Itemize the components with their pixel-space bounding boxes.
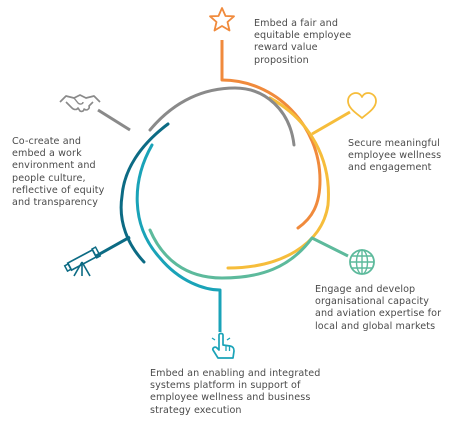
label-line: Co-create and [12, 136, 82, 147]
label-line: embed a work [12, 148, 82, 160]
label-wellness: Secure meaningful employee wellness and … [348, 138, 441, 175]
label-line: and aviation expertise for [315, 308, 442, 320]
label-line: strategy execution [150, 404, 242, 416]
label-culture: Co-create and embed a work environment a… [12, 136, 104, 209]
label-line: and engagement [348, 162, 432, 174]
pointing-hand-icon [211, 332, 235, 359]
arc-wellness [226, 96, 330, 270]
label-line: people culture, [12, 172, 86, 184]
arc-vision [119, 122, 170, 264]
label-line: employee wellness and business [150, 392, 311, 404]
label-systems: Embed an enabling and integrated systems… [150, 368, 320, 417]
label-capacity: Engage and develop organisational capaci… [315, 284, 441, 333]
telescope-icon [63, 246, 102, 277]
label-line: and transparency [12, 197, 98, 209]
label-line: Engage and develop [315, 284, 416, 295]
label-line: environment and [12, 160, 96, 172]
handshake-icon [59, 94, 101, 113]
label-line: local and global markets [315, 320, 436, 332]
globe-icon [349, 249, 375, 275]
label-line: Embed an enabling and integrated [150, 368, 321, 379]
label-line: reward value [254, 42, 318, 54]
connector-vision [95, 235, 131, 258]
arc-capacity [148, 228, 314, 280]
heart-icon [347, 92, 377, 119]
arc-reward [220, 78, 322, 230]
connector-capacity [311, 236, 349, 258]
label-line: proposition [254, 54, 309, 66]
label-line: employee wellness [348, 150, 442, 162]
label-line: Secure meaningful [348, 138, 440, 149]
label-reward: Embed a fair and equitable employee rewa… [254, 18, 351, 67]
connector-wellness [311, 110, 351, 136]
star-icon [209, 7, 235, 32]
label-line: equitable employee [254, 30, 352, 42]
arc-systems [135, 143, 222, 292]
label-line: systems platform in support of [150, 380, 301, 392]
label-line: Embed a fair and [254, 18, 339, 29]
label-line: reflective of equity [12, 184, 105, 196]
label-line: organisational capacity [315, 296, 430, 308]
connector-culture [97, 108, 131, 132]
arc-culture [148, 86, 296, 147]
